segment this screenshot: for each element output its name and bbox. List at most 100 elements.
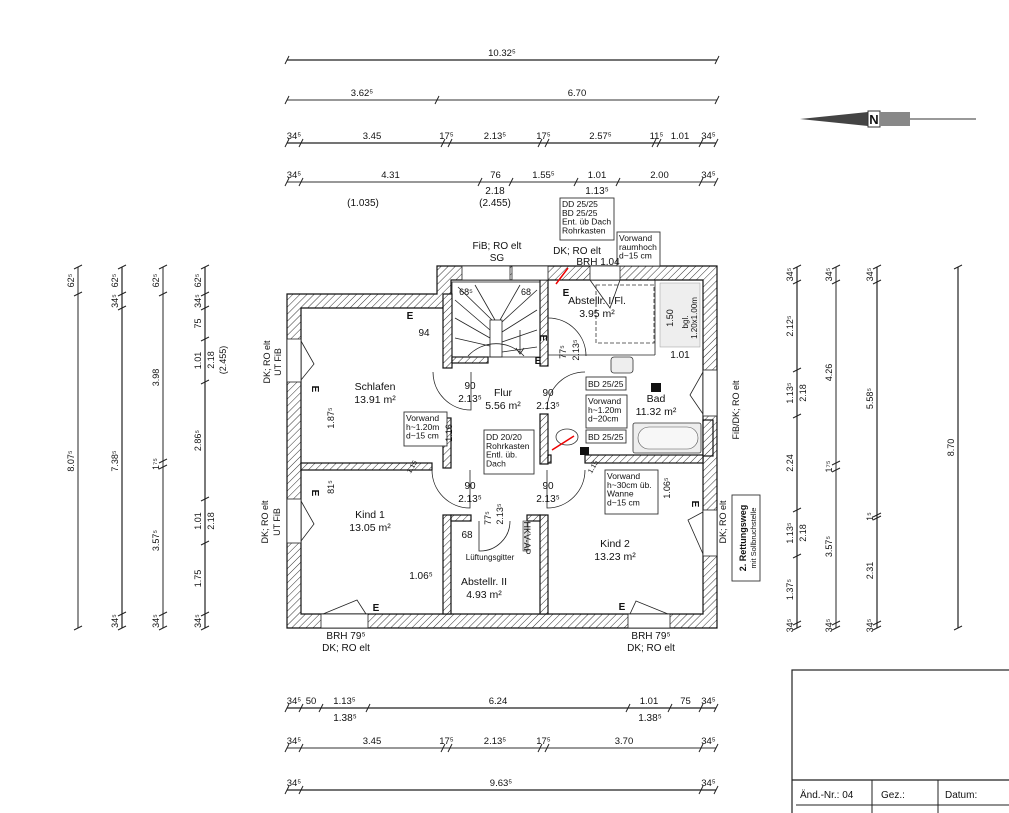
window	[627, 613, 671, 629]
room-area: 5.56 m²	[485, 400, 521, 412]
dimension-tick	[831, 625, 841, 631]
title-block-datum: Datum:	[945, 790, 977, 801]
door-abstellr1	[547, 317, 587, 357]
dimension-label: 34⁵	[287, 696, 302, 707]
dimension-tick	[477, 177, 483, 187]
dimension-label: 1.01	[640, 696, 659, 707]
dimension-tick	[625, 703, 631, 713]
dimension-label: 3.70	[615, 736, 634, 747]
dimension-tick	[792, 620, 802, 626]
dimension-label: 34⁵	[701, 736, 716, 747]
window-label: DK; RO elt	[322, 643, 370, 654]
dimension-tick	[573, 177, 579, 187]
interior-wall	[584, 454, 704, 464]
dimension-tick	[872, 279, 882, 285]
window-label: DK; RO elt	[718, 500, 728, 544]
window-label: UT FiB	[272, 508, 282, 536]
dimension-tick	[200, 291, 210, 297]
dimension-tick	[298, 785, 304, 795]
measure: 94	[418, 328, 430, 339]
dimension-label: 34⁵	[785, 267, 795, 281]
dimension-tick	[698, 743, 704, 753]
dimension-tick	[792, 625, 802, 631]
dimension-label: 62⁵	[110, 273, 120, 287]
dimension-label: 76	[490, 170, 501, 181]
window	[589, 265, 621, 281]
note-text: Vorwand	[588, 396, 621, 406]
dimension-label: 2.13⁵	[484, 736, 506, 747]
dimension-tick	[434, 95, 440, 105]
dimension-tick	[440, 138, 446, 148]
measure: 1.06⁵	[662, 477, 672, 499]
dimension-sublabel: (2.455)	[479, 198, 511, 209]
north-arrow-icon: N	[800, 110, 976, 128]
shelf	[595, 284, 655, 344]
room-area: 13.05 m²	[349, 522, 391, 534]
interior-wall	[442, 293, 453, 369]
window	[702, 509, 718, 557]
dimension-tick	[831, 264, 841, 270]
e-marker: E	[535, 356, 542, 367]
vent-label: Lüftungsgitter	[466, 553, 515, 562]
dimension-label: 3.62⁵	[351, 88, 373, 99]
note-text: BD 25/25	[562, 208, 598, 218]
dimension-label: 2.24	[785, 454, 795, 472]
note-text: Vorwand	[619, 233, 652, 243]
dimension-tick	[200, 305, 210, 311]
door-height: 2.13⁵	[536, 401, 560, 412]
dimension-tick	[158, 625, 168, 631]
note-text: d~15 cm	[607, 497, 640, 507]
dimension-tick	[158, 458, 168, 464]
interior-wall	[547, 454, 552, 464]
measure: 77⁵	[483, 511, 493, 525]
dimension-label: 75	[193, 318, 203, 328]
dimension-tick	[792, 553, 802, 559]
dimension-tick	[953, 625, 963, 631]
dimension-label: 2.57⁵	[589, 131, 611, 142]
dimension-label: 34⁵	[785, 618, 795, 632]
note-text: DD 25/25	[562, 199, 598, 209]
dimension-tick	[318, 703, 324, 713]
measure: 68	[461, 530, 473, 541]
note-text: BD 25/25	[588, 432, 624, 442]
dimension-tick	[284, 138, 290, 148]
window-swing	[689, 371, 704, 415]
dimension-tick	[713, 177, 719, 187]
staircase	[451, 281, 541, 358]
dimension-tick	[698, 177, 704, 187]
dimension-label: 34⁵	[287, 131, 302, 142]
measure: 77⁵	[558, 345, 568, 359]
measure: bgl.	[681, 316, 690, 329]
note-text: Vorwand	[406, 413, 439, 423]
e-marker: E	[619, 602, 626, 613]
e-marker: E	[309, 386, 320, 393]
dimension-tick	[651, 138, 657, 148]
dimension-tick	[117, 291, 127, 297]
note-text: Wanne	[607, 489, 634, 499]
window-label: DK; RO elt	[262, 340, 272, 384]
dimension-tick	[714, 95, 720, 105]
dimension-label: 34⁵	[701, 696, 716, 707]
dimension-label: 75	[680, 696, 691, 707]
dimension-label: 1.01	[671, 131, 690, 142]
dimension-label: 1.01	[193, 512, 203, 530]
dimension-label: 1.01	[193, 352, 203, 370]
dimension-label: 1.13⁵	[333, 696, 355, 707]
pipe-marker	[551, 435, 575, 451]
dimension-tick	[792, 413, 802, 419]
dimension-tick	[713, 703, 719, 713]
dimension-tick	[872, 625, 882, 631]
dimension-tick	[792, 507, 802, 513]
dimension-label: 62⁵	[193, 273, 203, 287]
window	[320, 613, 369, 629]
window-label: BRH 1.04	[576, 257, 620, 268]
dimension-label: 34⁵	[865, 267, 875, 281]
window	[702, 369, 718, 417]
dimension-label: 34⁵	[701, 778, 716, 789]
dimension-tick	[200, 540, 210, 546]
dimension-label: 34⁵	[701, 170, 716, 181]
dimension-tick	[158, 464, 168, 470]
dimension-tick	[117, 611, 127, 617]
dimension-sublabel: 1.38⁵	[638, 713, 662, 724]
